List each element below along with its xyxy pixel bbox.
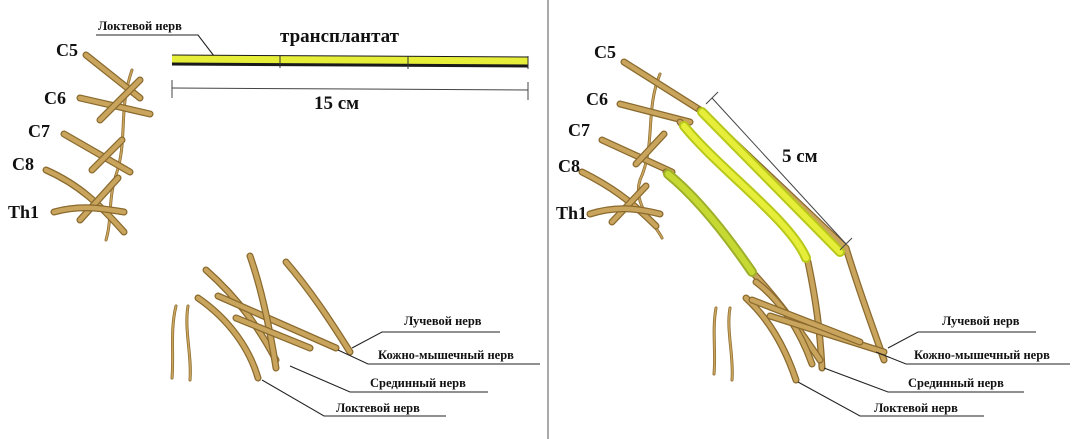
- left-root-label-th1: Th1: [8, 202, 39, 222]
- graft-label: трансплантат: [280, 26, 400, 47]
- left-label-median: Срединный нерв: [370, 376, 466, 390]
- left-panel: C5 C6 C7 C8 Th1 Локтевой нерв трансплант…: [8, 19, 540, 416]
- graft-nerve: [172, 55, 528, 69]
- right-label-median: Срединный нерв: [908, 376, 1004, 390]
- right-graft-length-label: 5 см: [782, 146, 818, 167]
- right-root-label-c6: C6: [586, 89, 608, 109]
- left-label-radial: Лучевой нерв: [404, 314, 482, 328]
- left-root-label-c8: C8: [12, 154, 34, 174]
- left-root-stumps: [46, 55, 150, 240]
- right-root-label-c7: C7: [568, 120, 590, 140]
- right-root-label-c8: C8: [558, 156, 580, 176]
- right-label-ulnar: Локтевой нерв: [874, 401, 958, 415]
- graft-length-label: 15 см: [314, 93, 359, 114]
- graft-source-leader: [96, 35, 214, 56]
- left-label-ulnar: Локтевой нерв: [336, 401, 420, 415]
- left-lower-branches: [172, 256, 350, 380]
- right-root-label-th1: Th1: [556, 203, 587, 223]
- right-label-radial: Лучевой нерв: [942, 314, 1020, 328]
- left-root-label-c5: C5: [56, 40, 78, 60]
- right-root-label-c5: C5: [594, 42, 616, 62]
- left-root-label-c6: C6: [44, 88, 66, 108]
- left-root-label-c7: C7: [28, 121, 50, 141]
- right-panel: C5 C6 C7 C8 Th1 5 см: [556, 42, 1070, 416]
- left-label-musculocutaneous: Кожно-мышечный нерв: [378, 348, 514, 362]
- right-label-musculocutaneous: Кожно-мышечный нерв: [914, 348, 1050, 362]
- graft-source-label: Локтевой нерв: [98, 19, 182, 33]
